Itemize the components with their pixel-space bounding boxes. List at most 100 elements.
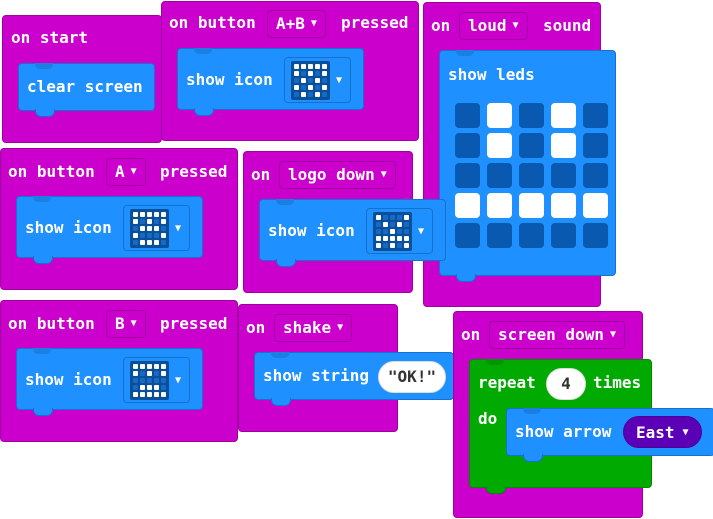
- on-loud-sound-block[interactable]: on loud ▼ sound show leds: [423, 2, 616, 307]
- led-grid[interactable]: [455, 103, 608, 248]
- show-icon-block-logo[interactable]: show icon ▼: [259, 199, 446, 267]
- show-string-label: show string: [263, 366, 369, 385]
- button-a-dropdown[interactable]: A ▼: [106, 158, 146, 186]
- show-icon-block-ab[interactable]: show icon ▼: [177, 48, 364, 116]
- show-arrow-block[interactable]: show arrow East ▼: [506, 408, 713, 462]
- led-cell[interactable]: [487, 163, 512, 188]
- led-cell[interactable]: [519, 163, 544, 188]
- led-cell[interactable]: [455, 133, 480, 158]
- icon-pixel: [161, 218, 166, 224]
- chevron-down-icon: ▼: [175, 374, 182, 386]
- led-cell[interactable]: [487, 133, 512, 158]
- chevron-down-icon: ▼: [418, 225, 425, 237]
- led-cell[interactable]: [455, 223, 480, 248]
- on-button-a-block[interactable]: on button A ▼ pressed show icon ▼: [0, 148, 238, 290]
- repeat-count-input[interactable]: 4: [546, 368, 586, 400]
- on-button-b-prefix: on button: [8, 314, 95, 333]
- icon-pixel: [154, 225, 159, 231]
- led-cell[interactable]: [519, 223, 544, 248]
- shake-gesture-dropdown[interactable]: shake ▼: [274, 314, 353, 342]
- icon-pixel: [154, 232, 159, 238]
- on-screen-down-block[interactable]: on screen down ▼ repeat 4 times do show …: [453, 311, 713, 518]
- icon-pixel: [376, 221, 381, 227]
- icon-picker-b[interactable]: ▼: [123, 357, 191, 403]
- on-shake-block[interactable]: on shake ▼ show string "OK!": [238, 304, 454, 432]
- icon-pixel: [161, 391, 166, 397]
- screen-gesture-value: screen down: [498, 325, 604, 344]
- icon-pixel: [383, 221, 388, 227]
- icon-pixel: [390, 214, 395, 220]
- button-ab-value: A+B: [276, 14, 305, 33]
- icon-pixel: [376, 228, 381, 234]
- icon-pixel: [154, 363, 159, 369]
- icon-picker-ab[interactable]: ▼: [284, 57, 352, 103]
- on-screen-prefix: on: [461, 325, 481, 344]
- screen-gesture-dropdown[interactable]: screen down ▼: [489, 321, 625, 349]
- icon-pixel: [147, 377, 152, 383]
- chevron-down-icon: ▼: [380, 169, 387, 180]
- show-string-block[interactable]: show string "OK!": [254, 352, 454, 406]
- icon-pixel: [161, 363, 166, 369]
- icon-pixel: [397, 242, 402, 248]
- show-icon-label: show icon: [268, 221, 355, 240]
- string-value-input[interactable]: "OK!": [378, 361, 446, 393]
- led-cell[interactable]: [487, 193, 512, 218]
- icon-pixel: [404, 214, 409, 220]
- show-icon-block-a[interactable]: show icon ▼: [16, 196, 203, 264]
- led-cell[interactable]: [551, 133, 576, 158]
- icon-pixel: [133, 363, 138, 369]
- led-cell[interactable]: [583, 133, 608, 158]
- led-cell[interactable]: [519, 193, 544, 218]
- icon-pixel: [315, 77, 320, 83]
- led-cell[interactable]: [583, 103, 608, 128]
- show-icon-block-b[interactable]: show icon ▼: [16, 348, 203, 416]
- on-logo-prefix: on: [251, 165, 271, 184]
- on-button-b-suffix: pressed: [160, 314, 228, 333]
- repeat-count: 4: [561, 374, 571, 393]
- icon-pixel: [404, 221, 409, 227]
- led-cell[interactable]: [583, 223, 608, 248]
- led-cell[interactable]: [551, 223, 576, 248]
- led-cell[interactable]: [519, 103, 544, 128]
- button-ab-dropdown[interactable]: A+B ▼: [267, 10, 326, 38]
- icon-picker-logo[interactable]: ▼: [366, 208, 434, 254]
- led-cell[interactable]: [487, 223, 512, 248]
- led-cell[interactable]: [551, 193, 576, 218]
- icon-pixel: [322, 70, 327, 76]
- icon-pixel: [154, 370, 159, 376]
- icon-pixel: [147, 232, 152, 238]
- icon-pixel: [322, 91, 327, 97]
- clear-screen-block[interactable]: clear screen: [18, 63, 155, 117]
- led-cell[interactable]: [455, 163, 480, 188]
- chevron-down-icon: ▼: [609, 329, 616, 340]
- icon-pixel: [154, 218, 159, 224]
- led-cell[interactable]: [583, 193, 608, 218]
- led-cell[interactable]: [551, 103, 576, 128]
- on-button-ab-prefix: on button: [169, 13, 256, 32]
- on-start-block[interactable]: on start clear screen: [2, 15, 162, 143]
- shake-gesture-value: shake: [283, 318, 332, 337]
- led-cell[interactable]: [455, 193, 480, 218]
- on-logo-down-block[interactable]: on logo down ▼ show icon ▼: [243, 151, 446, 293]
- icon-pixel: [404, 228, 409, 234]
- led-cell[interactable]: [455, 103, 480, 128]
- repeat-block[interactable]: repeat 4 times do show arrow East ▼: [469, 359, 713, 494]
- button-b-dropdown[interactable]: B ▼: [106, 310, 146, 338]
- led-cell[interactable]: [551, 163, 576, 188]
- string-value: OK!: [397, 367, 427, 386]
- arrow-direction-dropdown[interactable]: East ▼: [623, 416, 702, 448]
- icon-picker-a[interactable]: ▼: [123, 205, 191, 251]
- led-cell[interactable]: [583, 163, 608, 188]
- chevron-down-icon: ▼: [175, 222, 182, 234]
- led-cell[interactable]: [519, 133, 544, 158]
- sound-level-dropdown[interactable]: loud ▼: [459, 12, 528, 40]
- led-cell[interactable]: [487, 103, 512, 128]
- on-loud-prefix: on: [431, 16, 451, 35]
- icon-pixel: [404, 235, 409, 241]
- show-leds-block[interactable]: show leds: [439, 50, 616, 282]
- logo-gesture-dropdown[interactable]: logo down ▼: [279, 161, 396, 189]
- on-button-ab-block[interactable]: on button A+B ▼ pressed show icon ▼: [161, 1, 419, 141]
- icon-pixel: [161, 384, 166, 390]
- on-button-b-block[interactable]: on button B ▼ pressed show icon ▼: [0, 300, 238, 442]
- icon-pixel: [154, 377, 159, 383]
